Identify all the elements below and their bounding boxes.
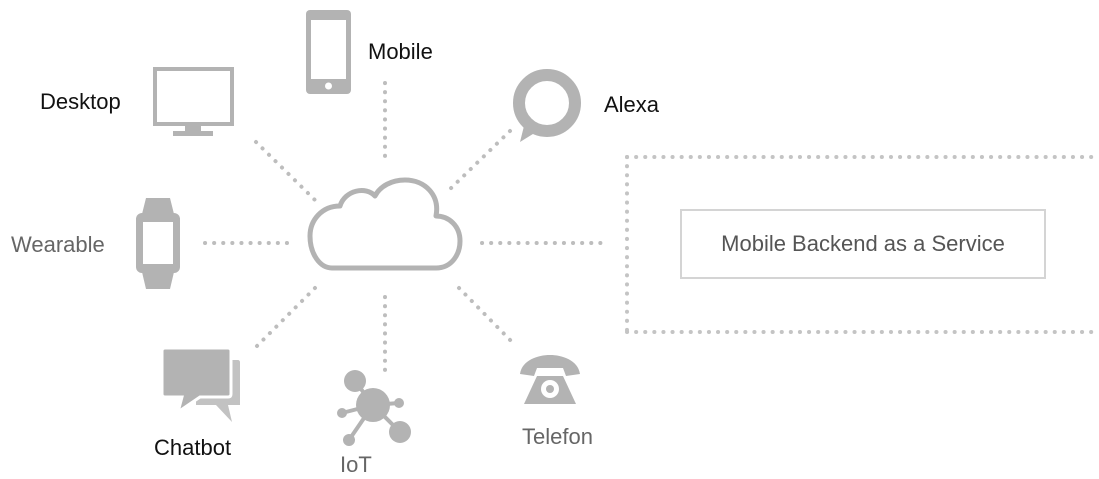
telephone-icon [520,355,580,404]
network-nodes-icon [337,370,411,446]
alexa-label: Alexa [604,92,660,117]
iot-label: IoT [340,452,372,477]
desktop-label: Desktop [40,89,121,114]
backend-service-label: Mobile Backend as a Service [721,231,1005,256]
backend-service-box: Mobile Backend as a Service [680,209,1046,279]
smartphone-icon [306,10,351,94]
mobile-label: Mobile [368,39,433,64]
desktop-monitor-icon [153,67,234,136]
connector-chatbot [255,286,317,348]
connector-telefon [457,286,518,348]
chatbot-label: Chatbot [154,435,232,460]
connector-desktop [254,140,320,205]
wearable-label: Wearable [11,232,105,257]
chat-bubbles-icon [160,346,240,422]
cloud-icon [307,177,463,271]
smartwatch-icon [136,198,180,289]
telefon-label: Telefon [522,424,593,449]
connector-alexa [444,129,512,195]
alexa-ring-icon [513,69,581,142]
